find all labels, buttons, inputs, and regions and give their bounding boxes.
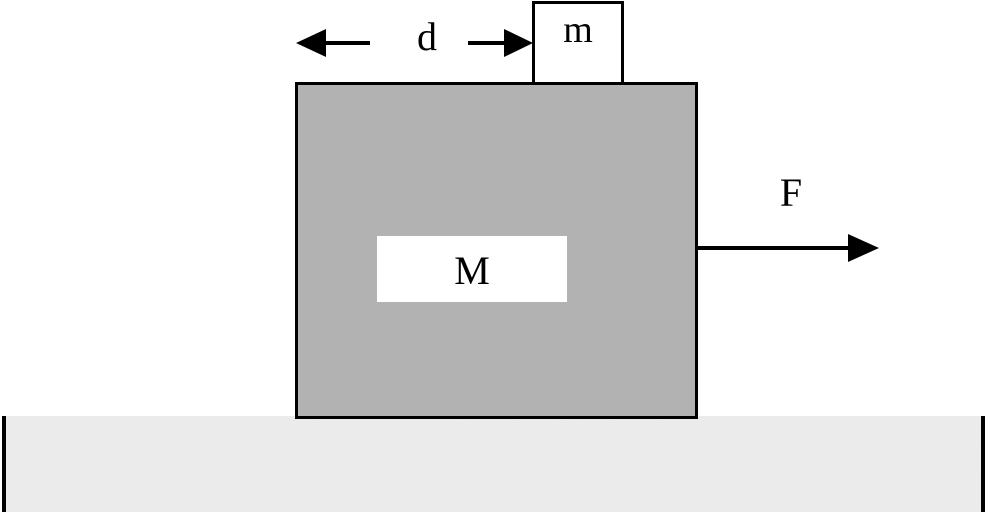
distance-label: d xyxy=(417,14,437,59)
ground-surface xyxy=(2,416,985,512)
force-arrow xyxy=(698,234,879,262)
small-block xyxy=(532,1,624,85)
distance-arrow-right xyxy=(468,29,533,57)
large-mass-label: M xyxy=(454,248,490,293)
small-mass-label: m xyxy=(563,9,593,51)
distance-arrow-left xyxy=(296,29,370,57)
force-label: F xyxy=(780,170,802,215)
large-block-label-box xyxy=(377,236,567,302)
